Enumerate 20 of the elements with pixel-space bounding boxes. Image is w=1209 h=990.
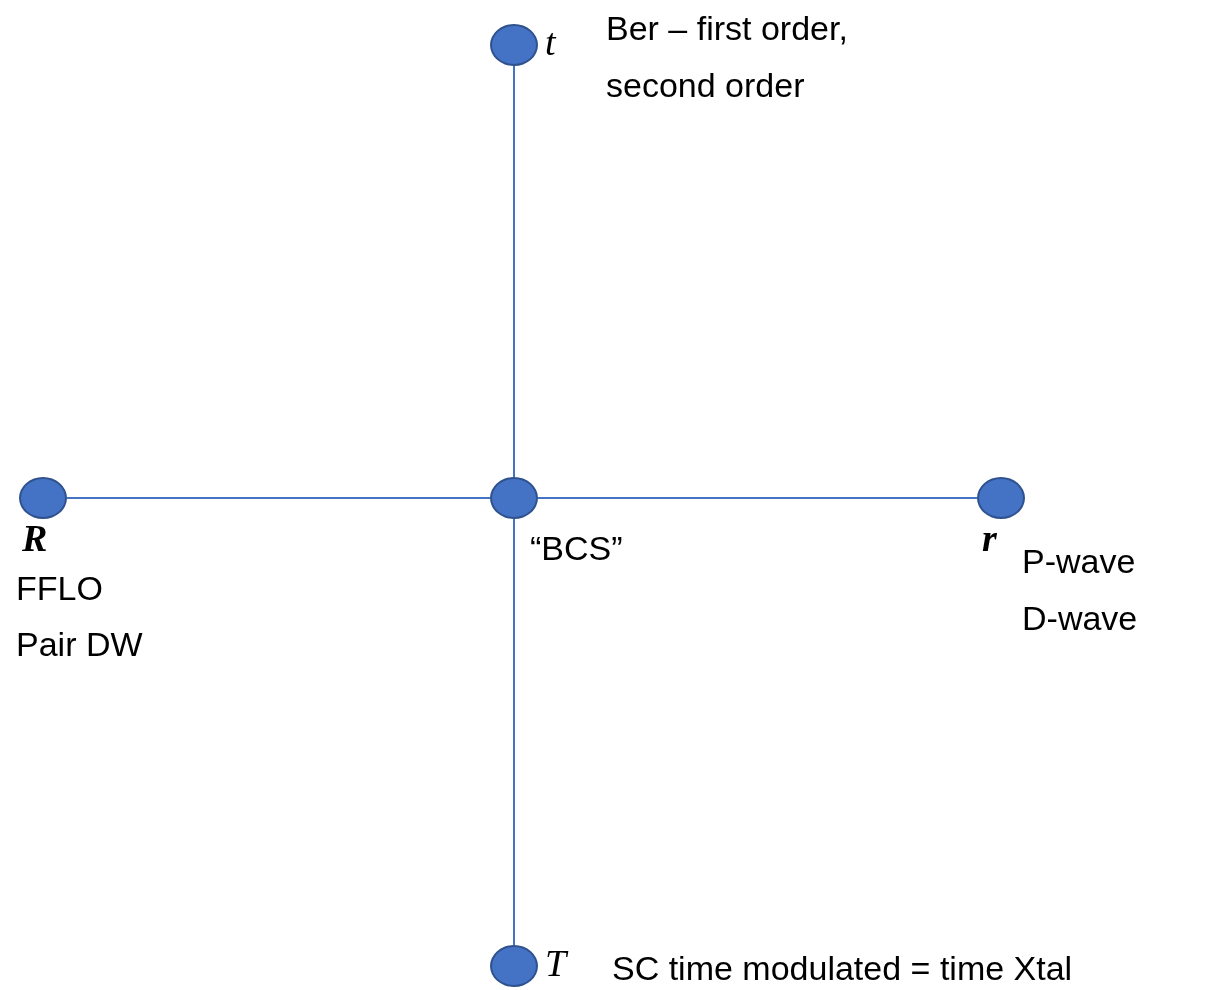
circle-node (490, 477, 538, 519)
connector-line (66, 497, 491, 499)
connector-line (513, 518, 515, 946)
node-caption: Pair DW (16, 624, 143, 665)
node-caption: SC time modulated = time Xtal (612, 948, 1073, 989)
circle-node (19, 477, 67, 519)
variable-label: t (545, 20, 556, 65)
node-caption: P-wave (1022, 541, 1136, 582)
node-caption: FFLO (16, 568, 103, 609)
connector-line (537, 497, 978, 499)
circle-node (490, 24, 538, 66)
connector-line (513, 65, 515, 478)
node-caption: D-wave (1022, 598, 1138, 639)
node-caption: Ber – first order, second order (606, 8, 849, 106)
circle-node (490, 945, 538, 987)
circle-node (977, 477, 1025, 519)
variable-label: R (22, 516, 48, 561)
node-caption: “BCS” (530, 528, 623, 569)
variable-label: r (982, 516, 997, 561)
variable-label: T (545, 941, 567, 986)
